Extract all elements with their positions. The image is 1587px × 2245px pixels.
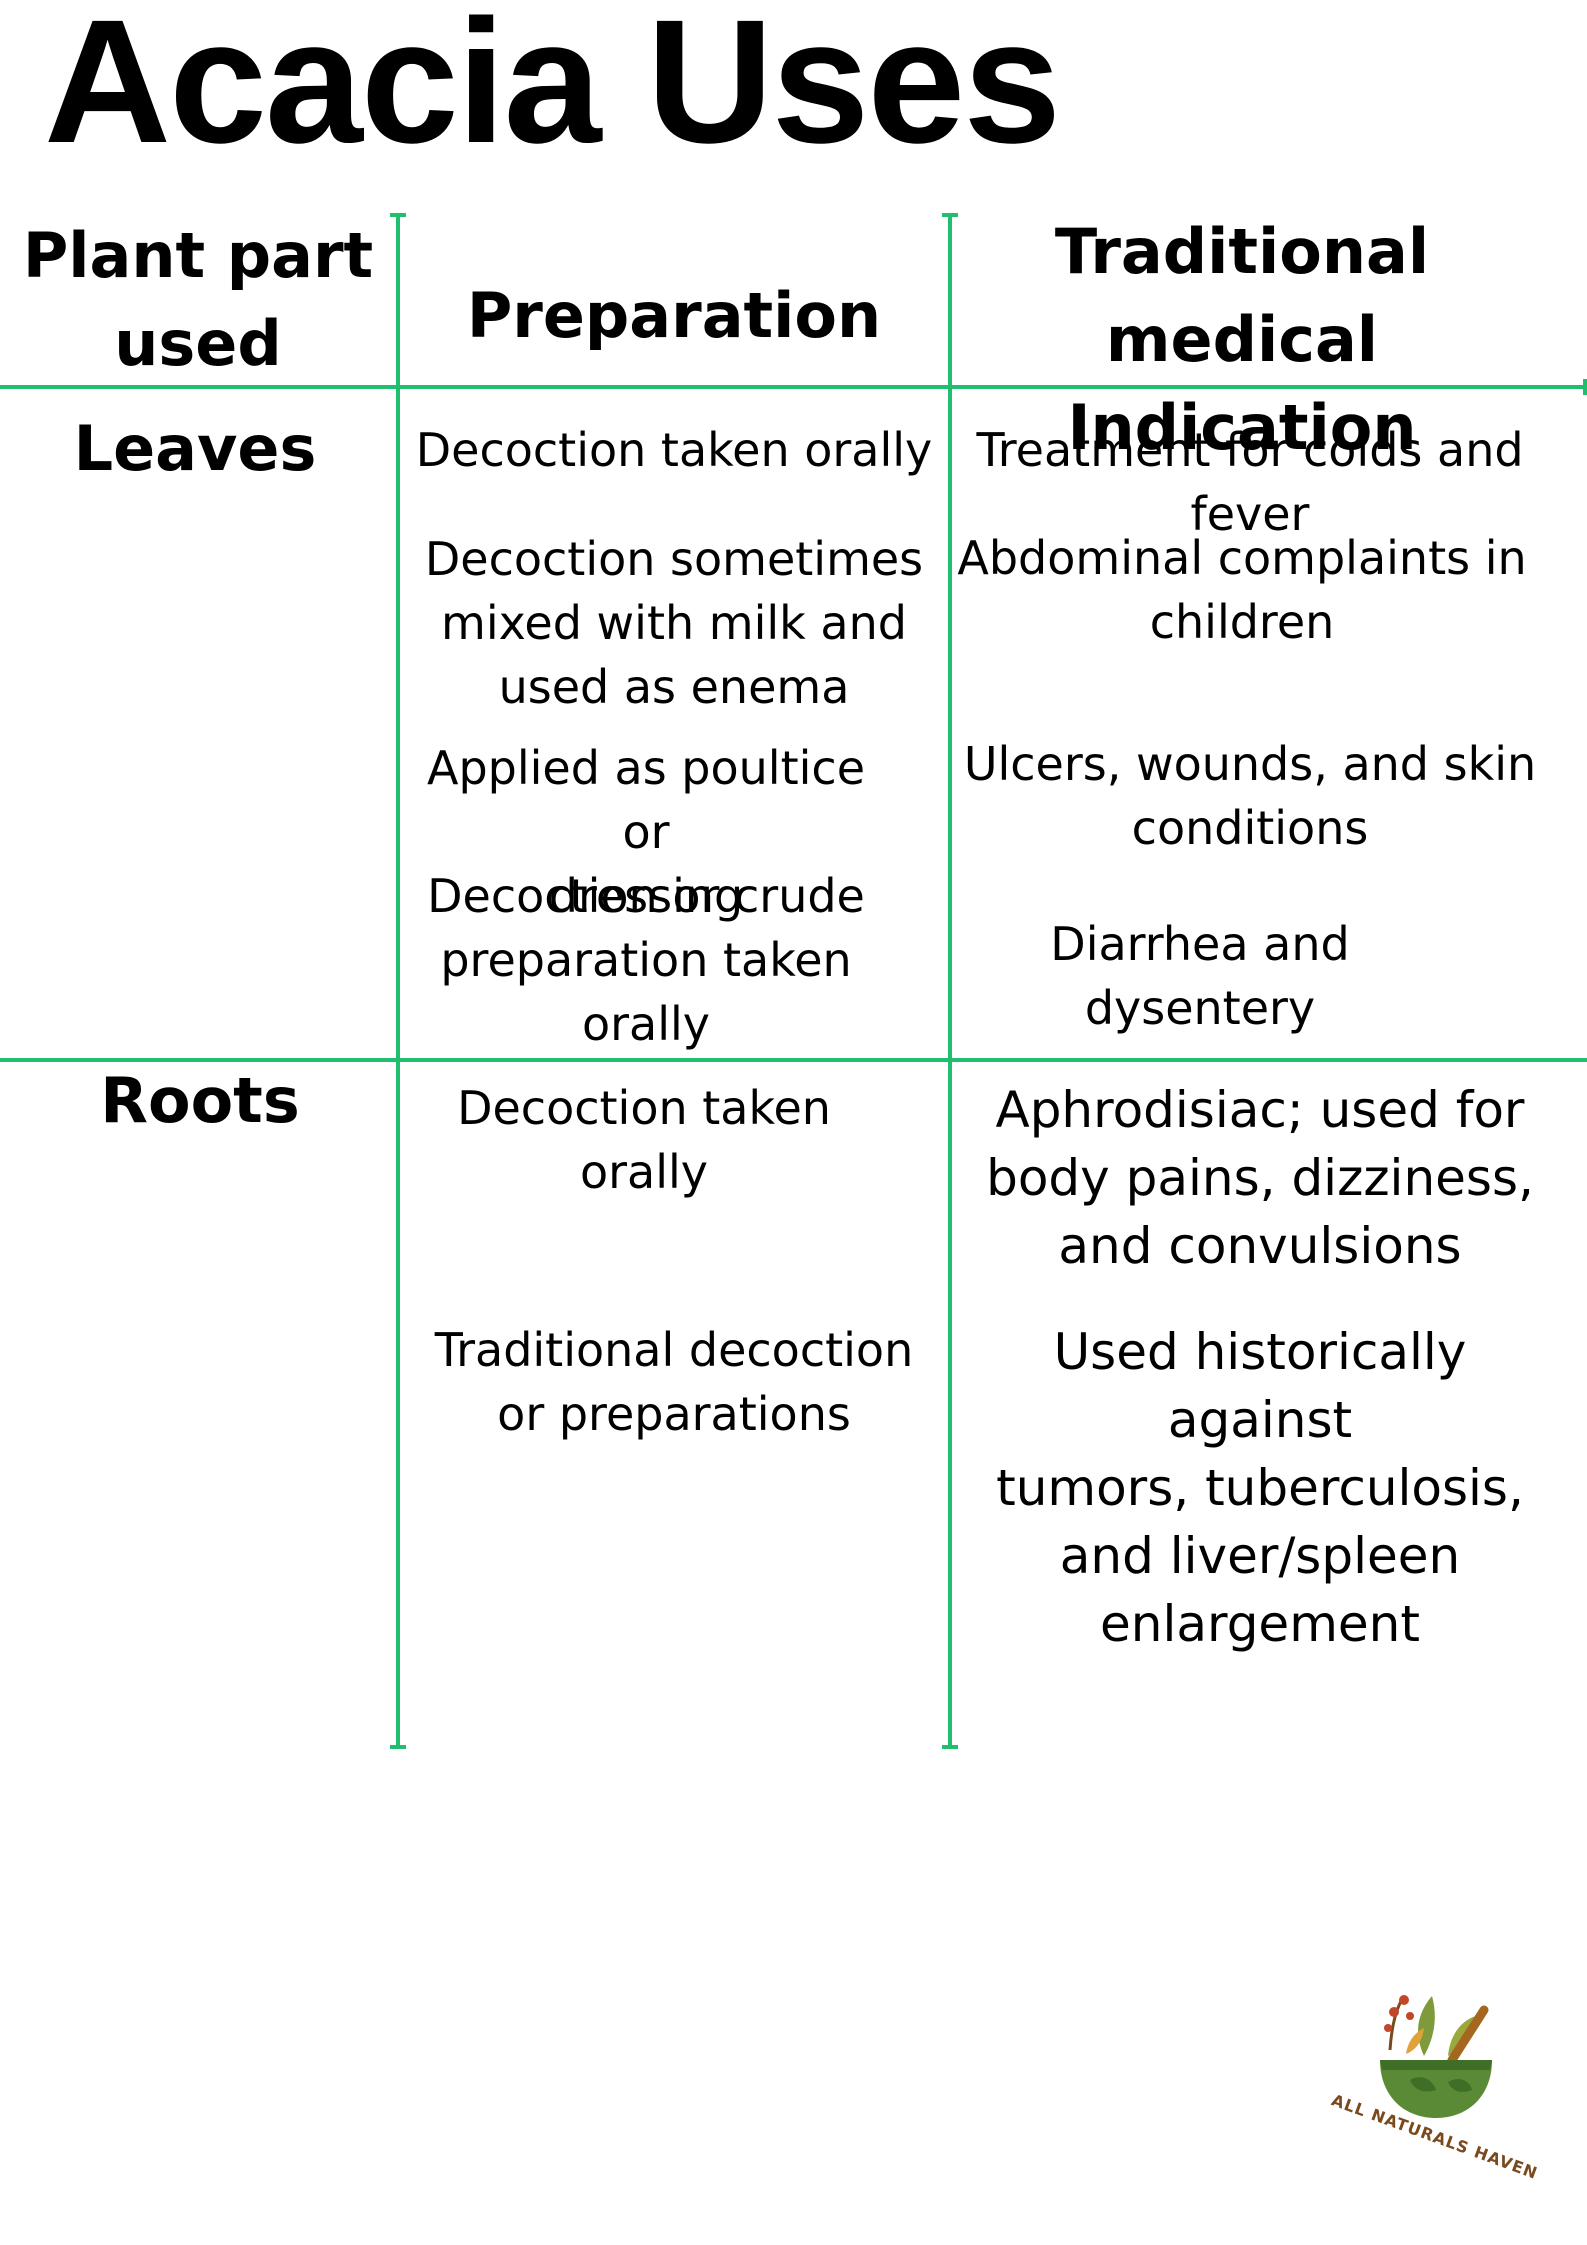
divider-cap xyxy=(390,213,406,217)
preparation-cell: Decoction taken orally xyxy=(415,423,933,477)
page-title: Acacia Uses xyxy=(44,0,1061,180)
column-divider-left xyxy=(396,215,400,1747)
divider-cap xyxy=(942,213,958,217)
divider-cap xyxy=(390,1745,406,1749)
indication-cell: Treatment for colds and fever xyxy=(976,423,1524,541)
header-indication: Traditional medical Indication xyxy=(1054,215,1430,464)
preparation-cell: Decoction or crude preparation taken ora… xyxy=(427,869,865,1051)
brand-logo: ALL NATURALS HAVEN xyxy=(1320,1990,1540,2190)
indication-cell: Diarrhea and dysentery xyxy=(1050,917,1350,1035)
header-preparation: Preparation xyxy=(466,279,882,352)
indication-cell: Used historically against tumors, tuberc… xyxy=(996,1323,1524,1653)
preparation-cell: Decoction sometimes mixed with milk and … xyxy=(424,532,924,714)
preparation-cell: Decoction taken orally xyxy=(457,1081,831,1199)
preparation-cell: Applied as poultice or dressing xyxy=(426,741,865,923)
column-divider-right xyxy=(948,215,952,1747)
preparation-cell: Traditional decoction or preparations xyxy=(434,1323,914,1441)
header-plant-part: Plant part used xyxy=(22,219,374,380)
indication-cell: Ulcers, wounds, and skin conditions xyxy=(963,737,1537,855)
indication-cell: Abdominal complaints in children xyxy=(957,531,1527,649)
plant-part-leaves: Leaves xyxy=(73,412,317,485)
plant-part-roots: Roots xyxy=(100,1064,300,1137)
divider-cap xyxy=(1583,379,1587,395)
header-divider xyxy=(0,385,1587,389)
herb-mortar-bowl-icon xyxy=(1380,1995,1492,2118)
divider-cap xyxy=(942,1745,958,1749)
row-divider xyxy=(0,1058,1587,1062)
indication-cell: Aphrodisiac; used for body pains, dizzin… xyxy=(986,1081,1534,1275)
